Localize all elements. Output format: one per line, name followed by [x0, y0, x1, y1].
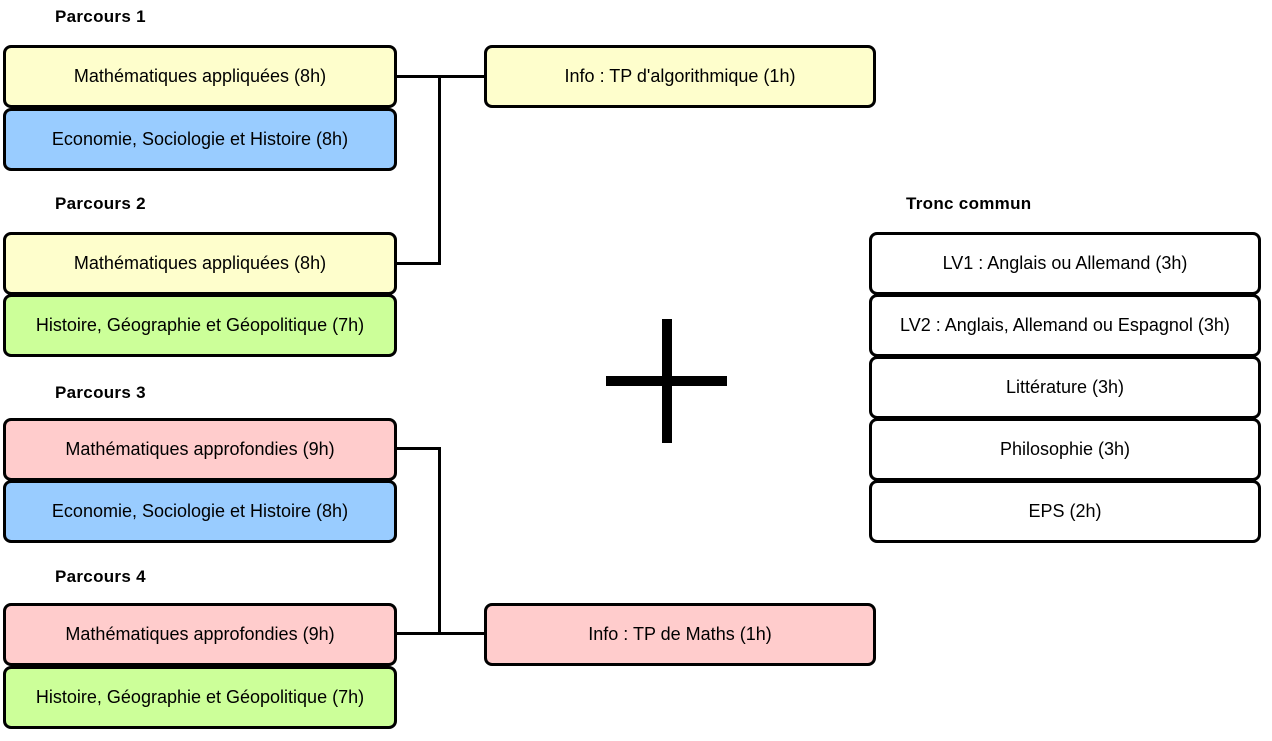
parcours-1-maths-box: Mathématiques appliquées (8h)	[3, 45, 397, 108]
tronc-commun-title: Tronc commun	[906, 194, 1032, 213]
parcours-4-title: Parcours 4	[55, 567, 146, 586]
connector-top-vertical	[438, 75, 441, 265]
info-algo-box: Info : TP d'algorithmique (1h)	[484, 45, 876, 108]
tronc-philosophie-box: Philosophie (3h)	[869, 418, 1261, 481]
connector-bottom-vertical	[438, 447, 441, 635]
tronc-lv1-box: LV1 : Anglais ou Allemand (3h)	[869, 232, 1261, 295]
connector-p1-horizontal	[397, 75, 485, 78]
connector-p2-horizontal	[397, 262, 441, 265]
info-maths-box: Info : TP de Maths (1h)	[484, 603, 876, 666]
parcours-1-title: Parcours 1	[55, 7, 146, 26]
connector-p4-horizontal	[397, 632, 485, 635]
tronc-litterature-box: Littérature (3h)	[869, 356, 1261, 419]
connector-p3-horizontal	[397, 447, 441, 450]
parcours-3-title: Parcours 3	[55, 383, 146, 402]
parcours-2-title: Parcours 2	[55, 194, 146, 213]
parcours-2-maths-box: Mathématiques appliquées (8h)	[3, 232, 397, 295]
tronc-eps-box: EPS (2h)	[869, 480, 1261, 543]
parcours-4-histoire-box: Histoire, Géographie et Géopolitique (7h…	[3, 666, 397, 729]
parcours-4-maths-box: Mathématiques approfondies (9h)	[3, 603, 397, 666]
tronc-lv2-box: LV2 : Anglais, Allemand ou Espagnol (3h)	[869, 294, 1261, 357]
plus-sign-icon	[606, 319, 727, 443]
plus-vertical-bar	[662, 319, 672, 443]
parcours-1-economie-box: Economie, Sociologie et Histoire (8h)	[3, 108, 397, 171]
parcours-2-histoire-box: Histoire, Géographie et Géopolitique (7h…	[3, 294, 397, 357]
parcours-3-economie-box: Economie, Sociologie et Histoire (8h)	[3, 480, 397, 543]
parcours-3-maths-box: Mathématiques approfondies (9h)	[3, 418, 397, 481]
